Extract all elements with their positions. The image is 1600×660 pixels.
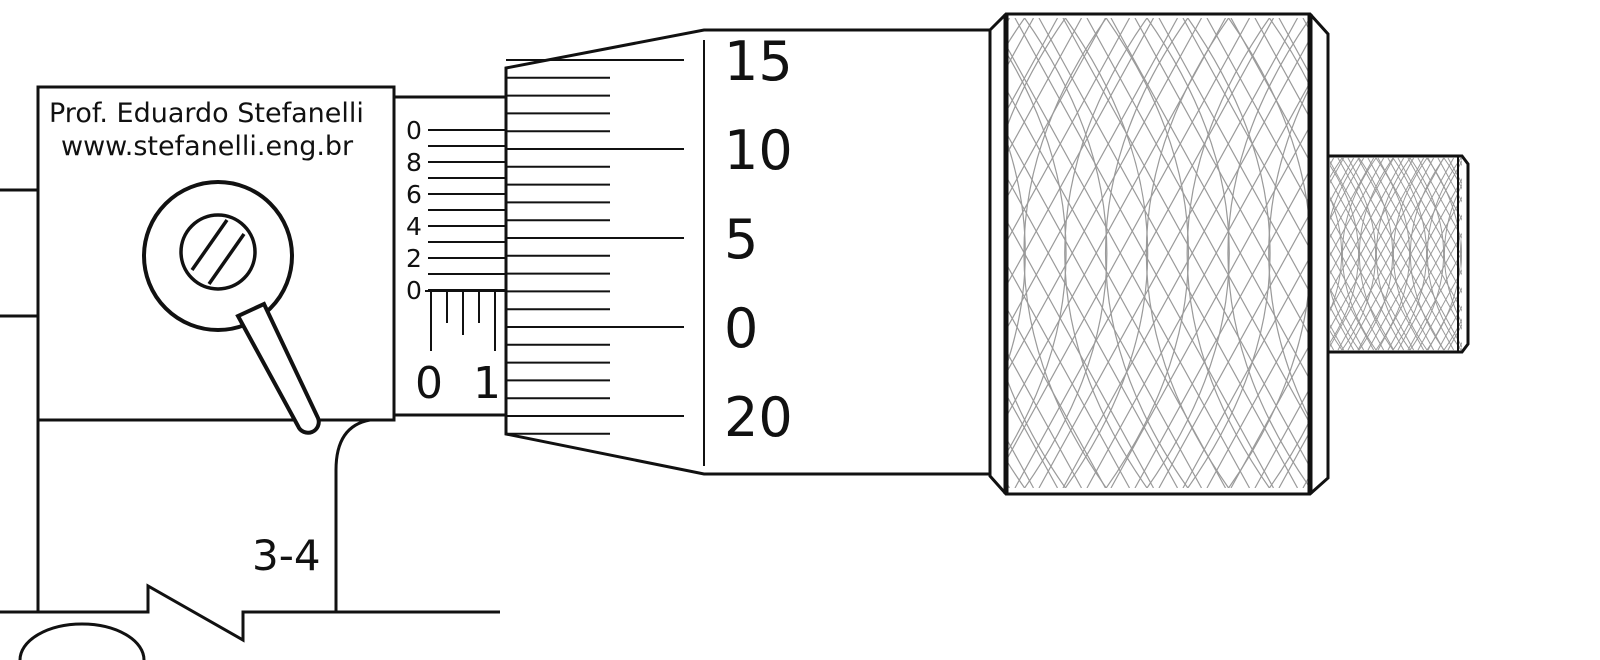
knurl-line [1005,49,1067,457]
sleeve-label: 1 [473,358,501,409]
knurl-line [1392,157,1427,351]
knurl-line [1005,18,1066,488]
vernier-label: 4 [406,212,422,241]
knurl-line [1145,18,1230,488]
knurl-line [1376,157,1411,351]
lock-block: Prof. Eduardo Stefanelli www.stefanelli.… [36,85,396,435]
knurl-line [1005,18,1107,202]
knurl-line [1437,305,1462,351]
knurl-line [1358,157,1393,351]
knurl-line [1342,157,1377,351]
thimble-label: 15 [724,30,793,93]
thimble-ticks [506,59,684,435]
thimble-label: 20 [724,386,793,449]
knurl-line [1134,168,1310,488]
knurl-line [1005,18,1083,159]
vernier-label: 0 [406,116,422,145]
knurl-line [1393,157,1428,351]
knurl-line [1377,196,1462,351]
knurl-line [1387,214,1462,351]
range-label: 3-4 [252,531,321,580]
author-website: www.stefanelli.eng.br [61,131,354,162]
knurl-line [1254,18,1310,120]
knurl-line [1228,18,1310,488]
knurl-line [1330,157,1360,351]
knurl-line [1206,18,1310,207]
knurl-line [1375,157,1410,351]
knurl-line [1064,18,1148,488]
knurl-line [1417,268,1462,351]
knurl-line [1186,18,1270,488]
vernier-label: 6 [406,180,422,209]
knurl-line [1158,212,1310,488]
knurl-line [1062,37,1310,488]
thimble-labels: 15 10 5 0 20 [724,30,793,449]
knurl-line [1064,18,1149,488]
knurl-line [1330,164,1359,344]
vernier-label: 0 [406,276,422,305]
knurl-line [1005,260,1131,488]
knurl-line [1397,232,1462,351]
knurl-line [1410,157,1445,351]
screw-icon[interactable] [179,213,257,291]
ratchet-knurl-pattern [1330,157,1462,351]
knurl-line [1038,18,1299,488]
knurl-line [1330,196,1342,312]
vernier-labels: 0 8 6 4 2 0 [406,116,422,305]
knurl-line [1014,18,1275,488]
knurl-line [1359,157,1394,351]
sleeve-ticks [430,291,496,351]
knurl-line [1341,157,1376,351]
knurl-line [1437,157,1462,203]
knurl-line [1182,255,1310,488]
knurl-line [1227,18,1310,488]
knurl-line [1005,18,1179,333]
knurl-line [1461,237,1462,271]
knurl-line [1104,18,1189,488]
knurl-line [1146,18,1230,488]
knurl-line [1005,304,1107,488]
thimble-label: 5 [724,208,758,271]
knurl-line [1206,299,1310,488]
knurl-line [1023,18,1107,488]
vernier-label: 8 [406,148,422,177]
knurl-line [1086,81,1310,488]
author-name: Prof. Eduardo Stefanelli [49,98,364,129]
vernier-label: 2 [406,244,422,273]
knurl-line [1417,157,1462,240]
knurl-line [1005,18,1059,115]
knurl-line [1427,157,1462,351]
knurl-line [1105,18,1190,488]
knurl-line [1005,18,1203,377]
knurl-line [1024,18,1108,488]
knurl-line [1426,157,1461,351]
knurl-line [1005,18,1251,464]
thimble-label: 10 [724,119,793,182]
sleeve-label: 0 [415,358,443,409]
knurl-line [1409,157,1444,351]
knurl-line [1110,124,1310,488]
knurl-line [1444,183,1462,325]
knurl-line [1005,134,1026,372]
knurl-pattern [1005,18,1310,488]
ratchet-knob[interactable] [1104,154,1600,354]
knurl-line [1254,386,1310,488]
thimble[interactable]: 15 10 5 0 20 [504,28,992,476]
frame-break-line [0,583,500,643]
knurl-line [1005,18,1131,246]
thimble-label: 0 [724,297,758,360]
knurl-line [1268,85,1310,421]
knurl-line [1005,347,1083,488]
knurl-line [1005,391,1059,488]
knurled-barrel[interactable] [453,12,1600,496]
knurl-line [1187,18,1271,488]
knurl-line [1182,18,1310,251]
anvil-outline [18,622,146,660]
